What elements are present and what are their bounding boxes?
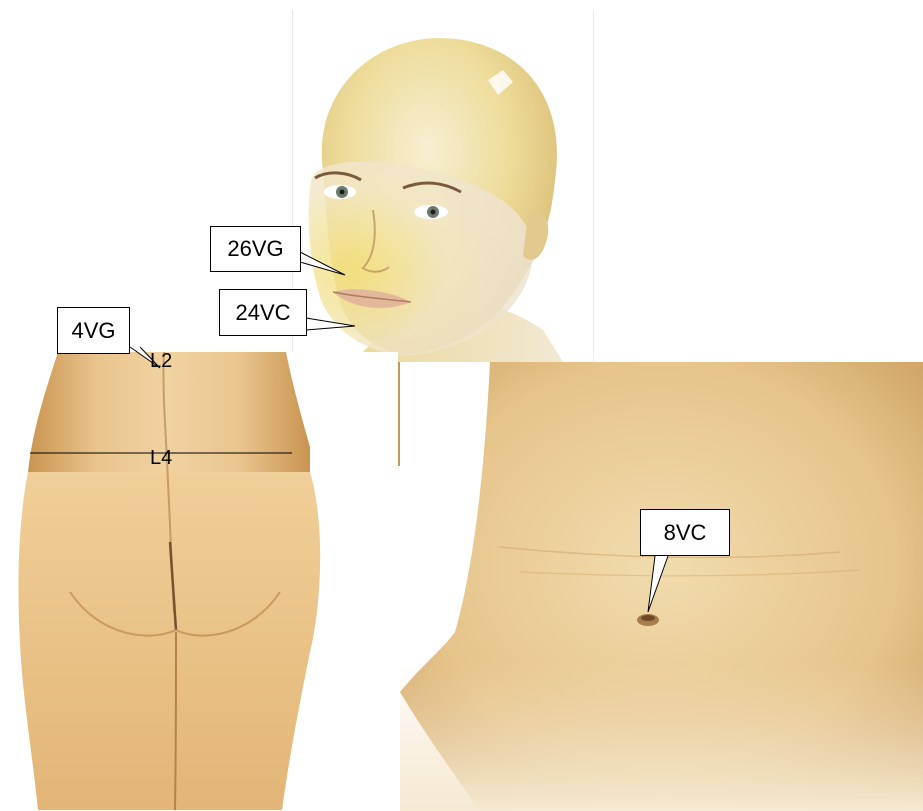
back-illustration bbox=[10, 352, 398, 810]
white-margin bbox=[330, 465, 398, 810]
level-l2-label: L2 bbox=[150, 350, 172, 373]
abdomen-lower-light bbox=[400, 662, 923, 811]
head-illustration bbox=[293, 10, 593, 362]
head-face-image bbox=[292, 10, 594, 362]
level-l4-label: L4 bbox=[150, 447, 172, 470]
abdomen-illustration bbox=[400, 362, 923, 811]
navel-center bbox=[641, 615, 655, 621]
left-margin bbox=[10, 488, 18, 810]
abdomen-image bbox=[400, 362, 923, 811]
lower-back-image bbox=[10, 352, 398, 810]
right-pupil bbox=[431, 210, 436, 215]
label-4vg: 4VG bbox=[57, 307, 130, 354]
label-26vg: 26VG bbox=[210, 226, 301, 272]
leg-separation bbox=[175, 632, 176, 810]
label-24vc: 24VC bbox=[219, 289, 307, 336]
label-8vc: 8VC bbox=[640, 509, 730, 556]
left-pupil bbox=[340, 190, 345, 195]
